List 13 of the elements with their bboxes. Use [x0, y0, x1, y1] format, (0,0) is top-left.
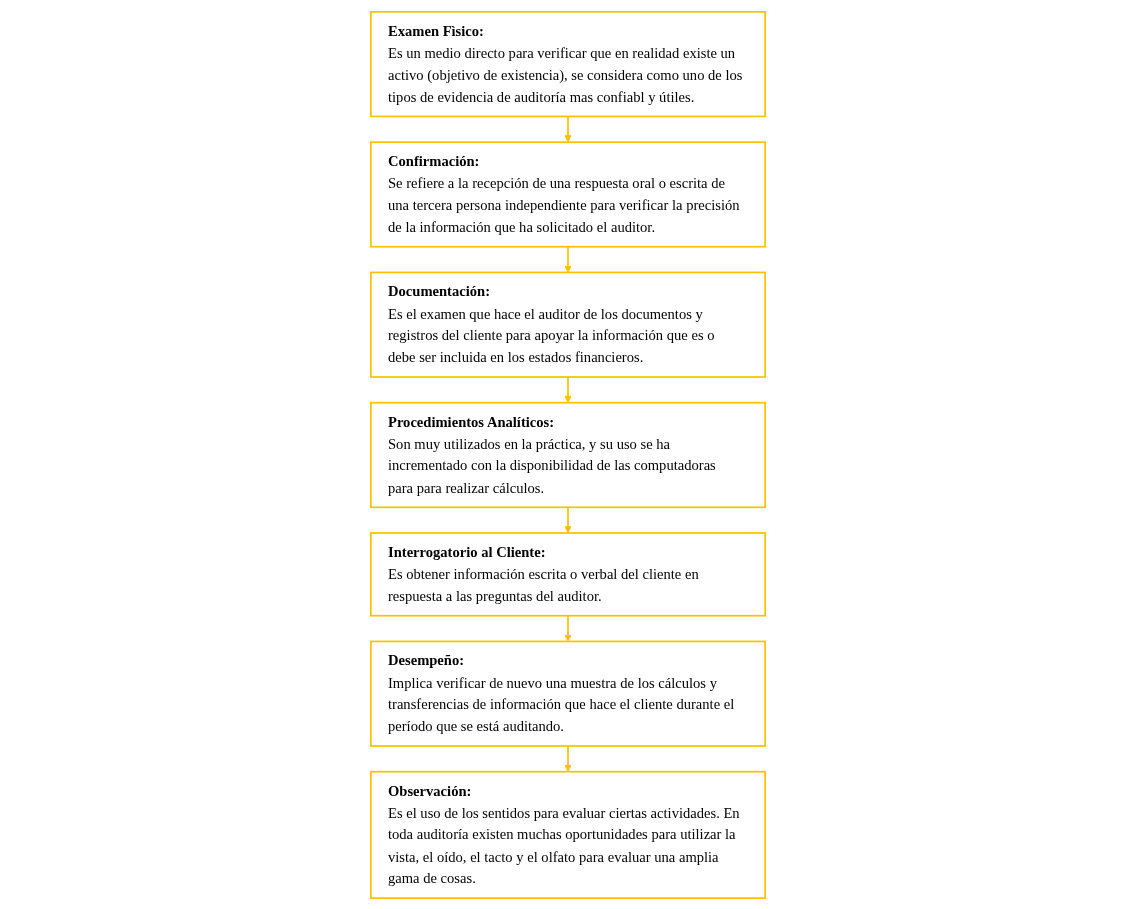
node-box: Documentación: Es el examen que hace el auditor de los documentos y registros del cliente para apoyar la información que es o debe ser incluida en los estados financieros.	[369, 271, 766, 378]
arrow	[563, 744, 572, 772]
node-box: Examen Fìsico: Es un medio directo para verificar que en realidad existe un activo (objetivo de existencia), se considera como uno de los tipos de evidencia de auditoría mas confiabl y útiles.	[369, 10, 766, 117]
arrow	[563, 614, 572, 642]
arrow	[563, 375, 572, 403]
node-box: Confirmación: Se refiere a la recepción de una respuesta oral o escrita de una tercera persona independiente para verificar la precisión de la información que ha solicitado el auditor.	[369, 140, 766, 248]
node-box: Procedimientos Analíticos: Son muy utilizados en la práctica, y su uso se ha incrementado con la disponibilidad de las computadoras para para realizar cálculos.	[369, 401, 766, 508]
arrow	[563, 245, 572, 273]
node-box: Observación: Es el uso de los sentidos para evaluar ciertas actividades. En toda auditoría existen muchas oportunidades para utilizar la vista, el oído, el tacto y el olfato para evaluar una amplia gama de cosas.	[369, 770, 766, 899]
node-box: Interrogatorio al Cliente: Es obtener información escrita o verbal del cliente en respuesta a las preguntas del auditor.	[369, 531, 766, 617]
node-box: Desempeño: Implica verificar de nuevo una muestra de los cálculos y transferencias de información que hace el cliente durante el período que se está auditando.	[369, 640, 766, 747]
arrow	[563, 115, 572, 142]
arrow	[563, 505, 572, 533]
